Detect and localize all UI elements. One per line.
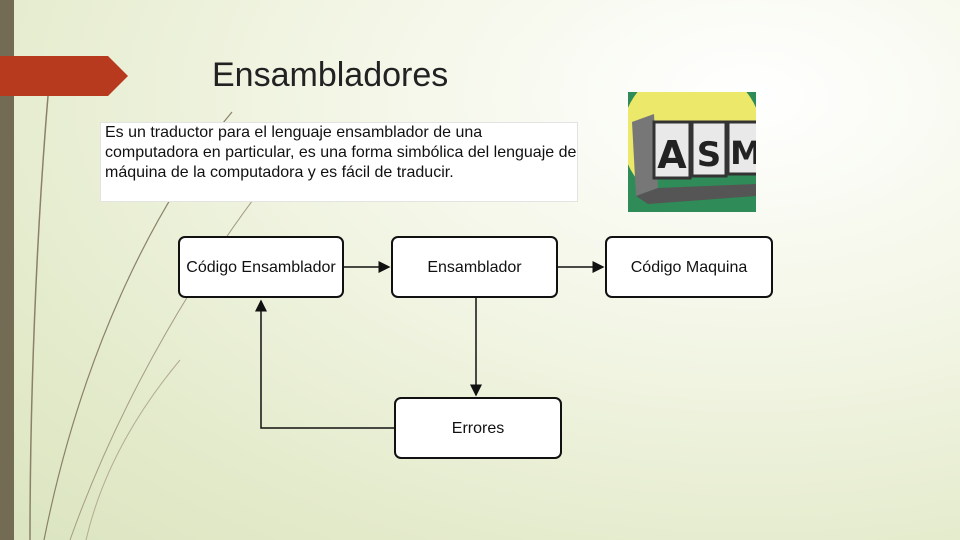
logo-letter-a: A bbox=[657, 133, 687, 177]
description-text: Es un traductor para el lenguaje ensambl… bbox=[100, 122, 578, 202]
logo-letter-s: S bbox=[697, 135, 722, 175]
source-code-node: Código Ensamblador bbox=[178, 236, 344, 298]
page-title: Ensambladores bbox=[212, 56, 449, 94]
assembler-node: Ensamblador bbox=[391, 236, 558, 298]
logo-letter-m: M bbox=[730, 134, 756, 172]
title-accent-tab bbox=[0, 56, 128, 96]
errors-label: Errores bbox=[451, 419, 505, 437]
asm-letter-tiles: A S M bbox=[632, 114, 756, 204]
assembler-label: Ensamblador bbox=[427, 258, 522, 276]
machine-code-label: Código Maquina bbox=[630, 258, 748, 276]
asm-logo: A S M bbox=[628, 92, 756, 212]
source-code-label: Código Ensamblador bbox=[186, 258, 336, 276]
machine-code-node: Código Maquina bbox=[605, 236, 773, 298]
left-accent-bar bbox=[0, 0, 14, 540]
errors-node: Errores bbox=[394, 397, 562, 459]
